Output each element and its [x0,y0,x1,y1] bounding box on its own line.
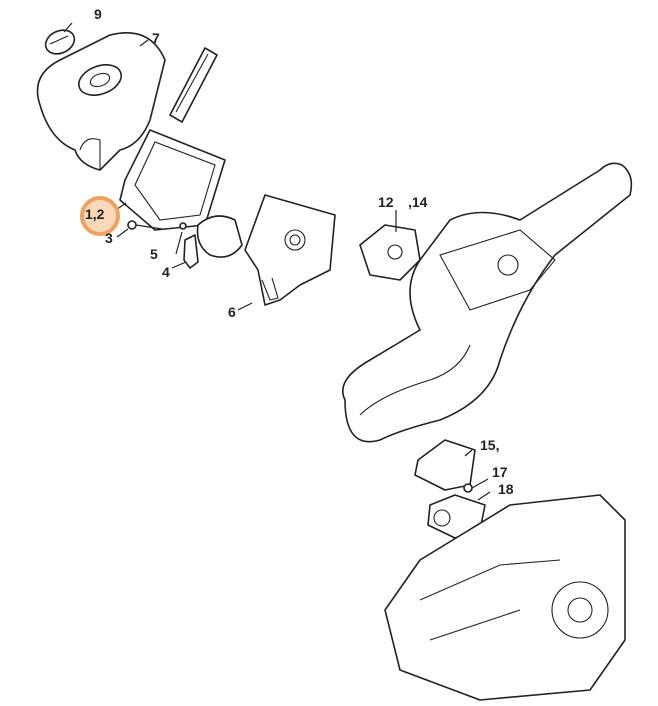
part-screw[interactable] [127,220,163,230]
part-prefilter[interactable] [196,215,243,258]
callout-17[interactable]: 17 [492,464,508,480]
callout-3[interactable]: 3 [105,230,113,246]
part-carburetor[interactable] [359,224,421,281]
part-engine[interactable] [384,494,626,701]
callout-12[interactable]: 12 [378,194,394,210]
part-housing[interactable] [342,162,633,443]
callout-14[interactable]: ,14 [408,194,428,210]
callout-5[interactable]: 5 [150,246,158,262]
callout-4[interactable]: 4 [162,264,170,280]
part-gasket[interactable] [414,439,476,491]
part-cap[interactable] [42,26,78,59]
part-washer[interactable] [179,222,187,230]
part-bracket[interactable] [183,234,199,269]
part-air-filter[interactable] [119,129,226,231]
callout-9[interactable]: 9 [94,6,102,22]
callout-15[interactable]: 15, [480,437,500,453]
callout-6[interactable]: 6 [228,304,236,320]
callout-18[interactable]: 18 [498,481,514,497]
part-screw-17[interactable] [463,483,473,493]
leader-lines [63,22,491,501]
part-shroud[interactable] [36,31,166,171]
callout-7[interactable]: 7 [152,30,160,46]
callout-1-2[interactable]: 1,2 [85,206,105,222]
highlight-circle [80,196,120,236]
part-strip[interactable] [169,47,218,123]
part-filter-base[interactable] [244,194,336,306]
